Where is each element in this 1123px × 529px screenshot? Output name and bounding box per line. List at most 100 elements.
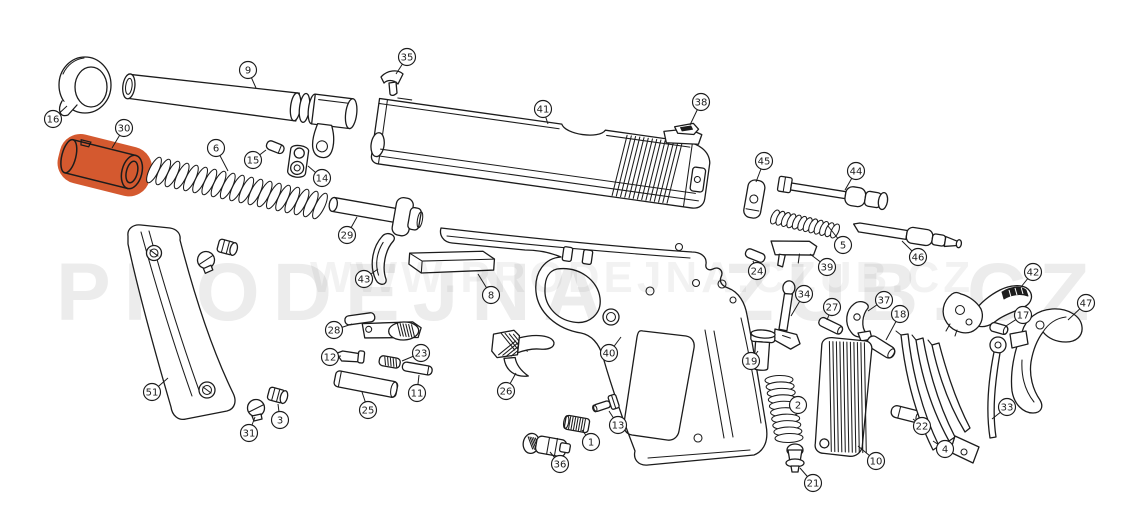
callout-circle	[935, 439, 955, 459]
callout-circle	[142, 382, 162, 402]
callout-number: 15	[247, 156, 260, 167]
callout-51: 51	[142, 377, 169, 402]
hatch-line	[577, 418, 582, 431]
callout-circle	[411, 343, 431, 363]
callout-number: 10	[870, 457, 883, 468]
part-35-front-sight	[380, 70, 404, 97]
callout-26: 26	[496, 372, 517, 401]
hatch-line	[641, 138, 658, 201]
callout-circle	[997, 397, 1017, 417]
part-43-barrel-seat	[371, 232, 395, 285]
part-17-pin	[989, 321, 1009, 335]
callout-number: 36	[554, 460, 567, 471]
part-23-plunger-tube-piece	[378, 355, 401, 369]
watermark-small: WWW.PRODEJNA.CZUB.CZ	[310, 253, 974, 302]
hatch-line	[387, 356, 389, 366]
hatch-line	[405, 323, 410, 338]
callout-circle	[874, 290, 894, 310]
callout-14: 14	[307, 165, 332, 188]
callout-number: 44	[850, 167, 863, 178]
callout-34: 34	[790, 284, 814, 317]
hatch-line	[529, 436, 535, 450]
hatch-line	[568, 416, 572, 430]
callout-number: 2	[795, 401, 801, 412]
part-21-housing-pin-retainer	[785, 443, 805, 473]
callout-42: 42	[1016, 262, 1043, 293]
hatch-line	[839, 341, 843, 453]
callout-number: 42	[1027, 268, 1040, 279]
spring-coil-loop	[312, 192, 328, 220]
callout-number: 12	[324, 353, 337, 364]
callout-circle	[846, 161, 866, 181]
callout-circle	[354, 269, 374, 289]
callout-9: 9	[238, 60, 258, 89]
callout-circle	[754, 151, 774, 171]
callout-number: 30	[118, 124, 131, 135]
callout-number: 31	[243, 429, 256, 440]
callout-11: 11	[407, 374, 427, 403]
callout-43: 43	[354, 268, 379, 289]
callout-number: 16	[47, 115, 60, 126]
part-grip-screw-upper	[196, 250, 216, 274]
callout-number: 28	[328, 326, 341, 337]
callout-circle	[747, 261, 767, 281]
callout-number: 45	[758, 157, 771, 168]
callout-circle	[43, 109, 63, 129]
callout-number: 5	[840, 241, 846, 252]
hatch-line	[527, 436, 534, 450]
part-28-slide-stop	[344, 312, 422, 341]
part-9-barrel	[122, 73, 358, 159]
hatch-line	[410, 324, 416, 338]
callout-number: 51	[146, 388, 159, 399]
callout-circle	[320, 347, 340, 367]
callout-13: 13	[608, 410, 628, 435]
callout-29: 29	[337, 216, 358, 245]
hatch-line	[620, 135, 637, 198]
callout-39: 39	[809, 253, 837, 277]
hatch-line	[408, 323, 413, 338]
hatch-line	[863, 342, 867, 454]
callout-circle	[581, 432, 601, 452]
callout-23: 23	[401, 343, 431, 363]
callout-circle	[822, 297, 842, 317]
callout-number: 9	[245, 66, 251, 77]
callout-31: 31	[239, 416, 259, 443]
hatch-line	[624, 136, 641, 198]
hatch-line	[658, 141, 675, 203]
hatch-line	[828, 341, 832, 453]
callout-18: 18	[885, 304, 910, 341]
hatch-line	[580, 418, 584, 432]
callout-44: 44	[844, 161, 866, 191]
callout-2: 2	[788, 395, 808, 415]
hatch-line	[498, 340, 517, 356]
hatch-line	[615, 135, 632, 197]
callout-circle	[407, 383, 427, 403]
callout-circle	[481, 285, 501, 305]
callout-circle	[794, 284, 814, 304]
callout-30: 30	[111, 118, 134, 149]
callout-25: 25	[358, 391, 378, 420]
part-grip-bushing-upper	[216, 238, 239, 257]
callout-17: 17	[1005, 305, 1033, 327]
part-45-extractor	[743, 179, 766, 219]
callout-28: 28	[324, 320, 353, 340]
part-11-plunger	[401, 361, 433, 376]
callout-circle	[496, 381, 516, 401]
callout-number: 46	[912, 253, 925, 264]
callout-number: 34	[798, 290, 811, 301]
part-26-trigger	[491, 329, 555, 377]
part-12-plunger-pin	[330, 350, 366, 364]
part-2-mainspring	[764, 374, 804, 444]
callout-circle	[803, 473, 823, 493]
callout-35: 35	[395, 47, 417, 75]
callout-5: 5	[827, 225, 853, 255]
callout-37: 37	[867, 290, 894, 312]
hatch-line	[832, 341, 836, 453]
part-4-sear-spring	[895, 330, 980, 464]
spring-coil-loop	[774, 432, 804, 444]
callout-number: 3	[277, 416, 283, 427]
callout-circle	[833, 235, 853, 255]
hatch-line	[570, 416, 574, 430]
part-1-magazine-catch-spring	[562, 414, 591, 434]
hatch-line	[392, 357, 395, 367]
